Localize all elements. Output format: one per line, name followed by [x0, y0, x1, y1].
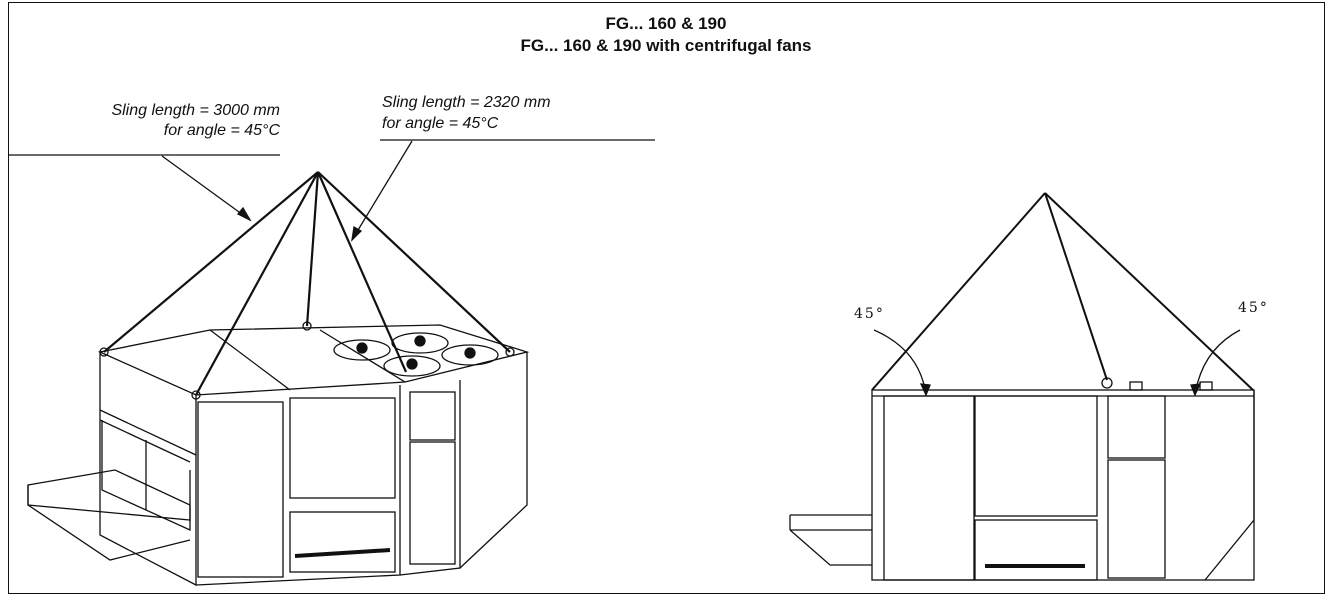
- angle-label-right: 45°: [1238, 300, 1269, 316]
- angle-label-left: 45°: [854, 306, 885, 322]
- title-line-1: FG... 160 & 190: [605, 14, 727, 33]
- arrowhead-b: [351, 225, 363, 242]
- drawing-frame: [8, 2, 1325, 594]
- elevation-slings: [871, 192, 1254, 391]
- perspective-unit: [27, 171, 530, 587]
- perspective-slings: [103, 171, 511, 396]
- leader-arrow-b: [351, 140, 413, 241]
- title-line-2: FG... 160 & 190 with centrifugal fans: [520, 36, 812, 55]
- sling-length-3000-label: Sling length = 3000 mm: [111, 102, 280, 119]
- sling-angle-label-b: for angle = 45°C: [382, 115, 499, 132]
- leader-arrow-a: [161, 155, 251, 221]
- front-elevation-unit: [789, 192, 1255, 581]
- arrowhead-a: [236, 206, 252, 222]
- sling-length-2320-label: Sling length = 2320 mm: [382, 94, 551, 111]
- fan-cluster: [333, 332, 499, 377]
- sling-angle-label-a: for angle = 45°C: [163, 122, 280, 139]
